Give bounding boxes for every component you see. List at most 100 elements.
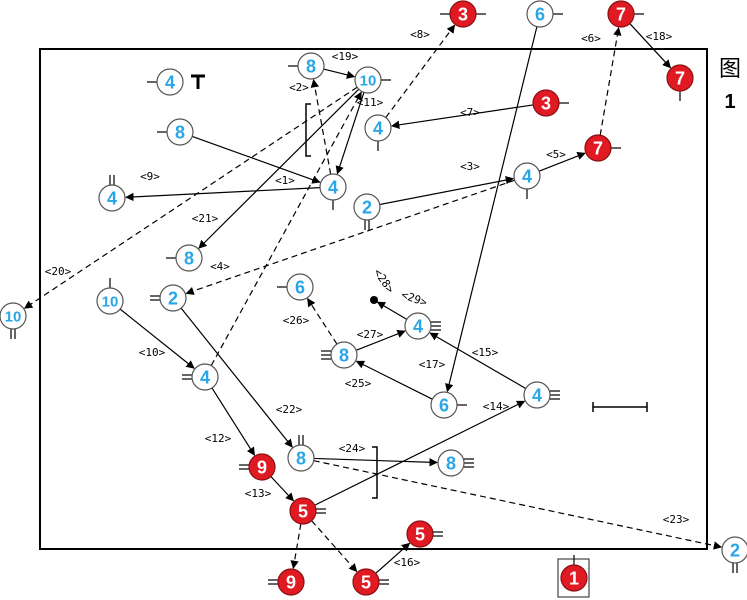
node-n9b: 9 — [268, 568, 305, 596]
node-number: 8 — [175, 122, 185, 142]
node-circle — [98, 184, 126, 212]
edge-2 — [310, 78, 332, 175]
node-number: 9 — [286, 572, 296, 592]
edge-label: <6> — [581, 32, 601, 45]
edge-28 — [376, 301, 408, 320]
node-circle — [319, 173, 347, 201]
node-circle — [404, 312, 432, 340]
node-circle — [364, 114, 392, 142]
frame-group — [39, 48, 708, 598]
node-circle — [523, 381, 551, 409]
node-n7top: 7 — [607, 0, 644, 28]
node-number: 4 — [373, 118, 383, 138]
edge-label: <4> — [210, 260, 230, 273]
edge-13 — [270, 476, 295, 502]
node-circle — [532, 89, 560, 117]
edge-label: <24> — [339, 442, 366, 455]
node-circle — [560, 564, 588, 592]
node-number: 4 — [328, 177, 338, 197]
node-n6a: 6 — [277, 273, 314, 301]
edge-label: <19> — [332, 50, 359, 63]
node-n9a: 9 — [239, 453, 276, 481]
edge-label: <16> — [394, 556, 421, 569]
edge-20 — [23, 86, 358, 309]
edge-25 — [355, 360, 433, 400]
node-circle — [721, 536, 747, 564]
node-n3top: 3 — [440, 0, 486, 28]
node-number: 10 — [5, 308, 22, 325]
node-n8e: 8 — [287, 435, 315, 472]
edge-label: <13> — [245, 487, 272, 500]
edge-label: <8> — [410, 28, 430, 41]
node-number: 3 — [541, 93, 551, 113]
edge-label: <21> — [192, 212, 219, 225]
edge-aux-29 — [210, 91, 362, 366]
node-n1: 1 — [560, 555, 588, 592]
t-marker — [191, 74, 205, 89]
edge-21 — [198, 88, 360, 249]
edge-label: <10> — [139, 346, 166, 359]
bracket-right-lower — [372, 446, 378, 499]
node-circle — [289, 497, 317, 525]
node-n2r: 2 — [721, 536, 747, 573]
node-number: 4 — [200, 367, 210, 387]
node-circle — [526, 0, 554, 28]
endpoint-dot — [370, 296, 378, 304]
node-n3m: 3 — [532, 89, 569, 117]
node-number: 8 — [184, 248, 194, 268]
node-n5c: 5 — [352, 568, 389, 596]
node-number: 10 — [360, 72, 377, 89]
node-circle — [437, 449, 465, 477]
node-n10b: 10 — [96, 278, 124, 315]
node-number: 1 — [569, 568, 579, 588]
edge-label: <5> — [546, 148, 566, 161]
node-number: 6 — [535, 4, 545, 24]
node-n10l: 10 — [0, 302, 27, 339]
node-circle — [330, 341, 358, 369]
node-number: 6 — [295, 277, 305, 297]
node-n5a: 5 — [289, 497, 326, 525]
edge-22 — [180, 307, 293, 448]
edge-label: <27> — [357, 328, 384, 341]
node-number: 8 — [446, 453, 456, 473]
node-number: 8 — [339, 345, 349, 365]
node-number: 2 — [362, 197, 372, 217]
node-circle — [607, 0, 635, 28]
edge-label: <25> — [345, 377, 372, 390]
node-number: 7 — [675, 68, 685, 88]
node-number: 3 — [458, 4, 468, 24]
node-circle — [0, 302, 27, 330]
node-number: 4 — [165, 72, 175, 92]
node-n4g: 4 — [182, 363, 219, 391]
edge-label: <29> — [400, 288, 430, 309]
node-n4f: 4 — [404, 312, 441, 340]
node-n5b: 5 — [406, 520, 443, 548]
node-n8a: 8 — [157, 118, 194, 146]
node-n4a: 4 — [147, 68, 184, 96]
edge-label: <7> — [460, 106, 480, 119]
node-circle — [354, 66, 382, 94]
edge-label: <26> — [283, 314, 310, 327]
node-circle — [159, 284, 187, 312]
node-circle — [513, 162, 541, 190]
node-n7r: 7 — [666, 64, 694, 101]
node-n10a: 10 — [354, 66, 391, 94]
node-number: 4 — [532, 385, 542, 405]
node-circle — [584, 134, 612, 162]
edge-27 — [355, 329, 406, 351]
node-n6b: 6 — [430, 391, 467, 419]
edge-label: <12> — [205, 432, 232, 445]
node-n7m: 7 — [584, 134, 621, 162]
node-n4b: 4 — [364, 114, 392, 151]
edge-label: <14> — [483, 400, 510, 413]
node-number: 6 — [439, 395, 449, 415]
edge-12 — [211, 387, 256, 456]
node-number: 7 — [616, 4, 626, 24]
edge-aux-30 — [290, 523, 302, 570]
figure-number: 1 — [724, 91, 735, 113]
node-circle — [286, 273, 314, 301]
edge-7 — [391, 104, 534, 129]
edge-6 — [599, 26, 622, 136]
edge-1 — [192, 135, 321, 184]
node-circle — [175, 244, 203, 272]
